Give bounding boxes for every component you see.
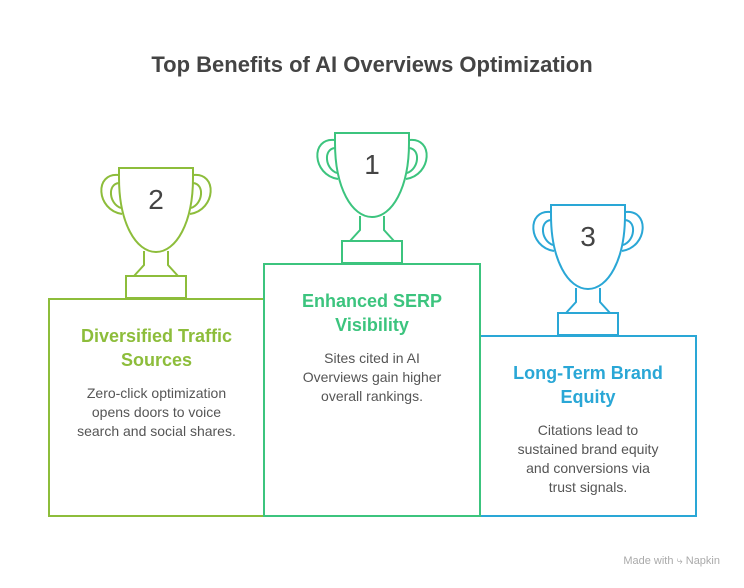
- footer-text: Made with: [623, 555, 674, 567]
- trophy-stem: [349, 216, 395, 242]
- trophy-icon: 1: [316, 132, 428, 264]
- podium-rank-2: Diversified Traffic Sources Zero-click o…: [48, 298, 265, 517]
- podium-description: Sites cited in AI Overviews gain higher …: [302, 350, 442, 404]
- trophy-handle-left: [100, 173, 123, 215]
- trophy-base: [341, 240, 403, 264]
- trophy-rank: 3: [580, 221, 596, 252]
- trophy-stem: [565, 288, 611, 314]
- podium-rank-3: Long-Term Brand Equity Citations lead to…: [479, 335, 697, 517]
- trophy-rank: 1: [364, 149, 380, 180]
- trophy-base: [125, 275, 187, 299]
- page-title: Top Benefits of AI Overviews Optimizatio…: [151, 52, 593, 77]
- footer-credit: Made with ⤷ Napkin: [623, 555, 720, 568]
- napkin-logo-icon: ⤷: [676, 555, 683, 567]
- trophy-cup: [118, 167, 194, 254]
- podium-description: Citations lead to sustained brand equity…: [517, 422, 659, 495]
- footer-brand: Napkin: [685, 555, 720, 567]
- podium-rank-1: Enhanced SERP Visibility Sites cited in …: [263, 263, 481, 517]
- trophy-handle-right: [405, 138, 428, 180]
- trophy-rank: 2: [148, 184, 164, 215]
- podium-heading: Enhanced SERP Visibility: [301, 291, 443, 335]
- trophy-handle-left: [532, 210, 555, 252]
- trophy-cup: [334, 132, 410, 219]
- trophy-cup: [550, 204, 626, 291]
- trophy-base: [557, 312, 619, 336]
- trophy-handle-right: [621, 210, 644, 252]
- trophy-handle-left: [316, 138, 339, 180]
- trophy-icon: 3: [532, 204, 644, 336]
- podium-heading: Diversified Traffic Sources: [80, 326, 233, 370]
- podium-description: Zero-click optimization opens doors to v…: [77, 385, 236, 439]
- trophy-stem: [133, 251, 179, 277]
- trophy-icon: 2: [100, 167, 212, 299]
- podium-heading: Long-Term Brand Equity: [513, 363, 663, 407]
- trophy-handle-right: [189, 173, 212, 215]
